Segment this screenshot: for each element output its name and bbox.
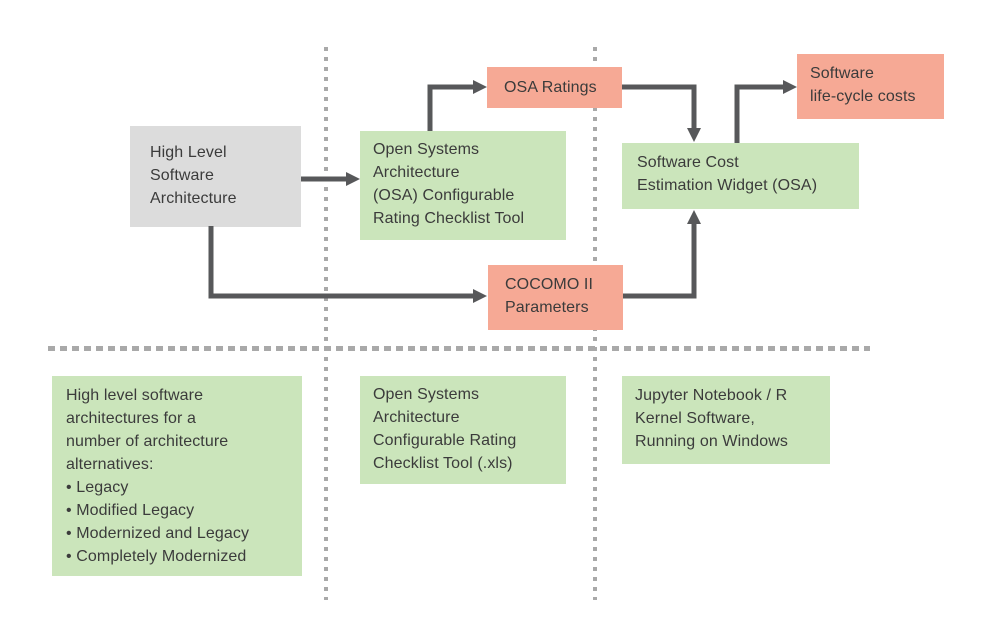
note-checklist-tool-xls: Open Systems Architecture Configurable R… (360, 376, 566, 484)
node-software-lifecycle-costs: Software life-cycle costs (797, 54, 944, 119)
node-software-cost-estimation-widget: Software Cost Estimation Widget (OSA) (622, 143, 859, 209)
arrowhead-right-checklist-tool (346, 172, 360, 186)
node-high-level-software-architecture: High Level Software Architecture (130, 126, 301, 227)
arrow-osa-ratings-to-widget (622, 84, 697, 130)
arrow-checklist-tool-to-osa-ratings (427, 84, 475, 131)
arrowhead-right-lifecycle-costs (783, 80, 797, 94)
arrow-widget-to-lifecycle-costs (734, 84, 785, 143)
arrowhead-right-osa-ratings (473, 80, 487, 94)
arrowhead-up-widget (687, 210, 701, 224)
node-osa-configurable-rating-checklist-tool: Open Systems Architecture (OSA) Configur… (360, 131, 566, 240)
arrowhead-down-widget (687, 128, 701, 142)
arrow-cocomo-to-widget (623, 222, 697, 299)
note-jupyter-notebook-r-kernel: Jupyter Notebook / R Kernel Software, Ru… (622, 376, 830, 464)
divider-vertical-left (324, 47, 328, 600)
node-osa-ratings: OSA Ratings (487, 67, 622, 108)
node-cocomo-ii-parameters: COCOMO II Parameters (488, 265, 623, 330)
arrowhead-right-cocomo (473, 289, 487, 303)
divider-horizontal (48, 346, 870, 351)
note-architecture-alternatives: High level software architectures for a … (52, 376, 302, 576)
